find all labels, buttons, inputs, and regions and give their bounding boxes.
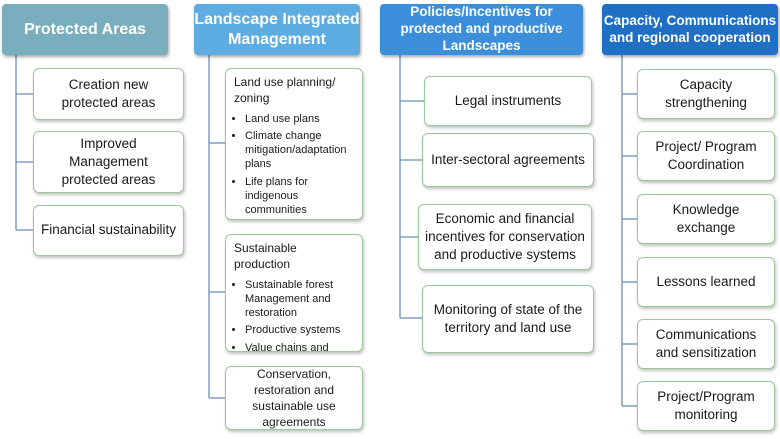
item-legal-instruments: Legal instruments: [424, 76, 592, 126]
header-policies-incentives: Policies/Incentives for protected and pr…: [380, 4, 583, 55]
bullet-productive-systems: Productive systems: [245, 323, 354, 337]
item-monitoring-territory: Monitoring of state of the territory and…: [422, 285, 594, 353]
item-improved-management: Improved Management protected areas: [33, 131, 184, 193]
item-communications-sensitization: Communications and sensitization: [637, 319, 775, 369]
item-financial-sustainability: Financial sustainability: [33, 205, 184, 256]
bullet-climate-change-plans: Climate change mitigation/adaptation pla…: [245, 129, 354, 171]
bullet-sustainable-forest: Sustainable forest Management and restor…: [245, 278, 354, 320]
item-economic-financial-incentives: Economic and financial incentives for co…: [418, 204, 592, 270]
land-use-bullets: Land use plans Climate change mitigation…: [234, 112, 354, 217]
bullet-value-chains: Value chains and Green business: [245, 341, 354, 352]
header-protected-areas: Protected Areas: [2, 4, 168, 55]
item-project-program-coordination: Project/ Program Coordination: [637, 131, 775, 181]
item-land-use-planning: Land use planning/ zoning Land use plans…: [225, 68, 363, 220]
item-land-use-planning-title: Land use planning/ zoning: [234, 75, 336, 105]
bullet-life-plans: Life plans for indigenous communities: [245, 175, 354, 217]
header-landscape-integrated-management: Landscape Integrated Management: [194, 4, 360, 55]
item-capacity-strengthening: Capacity strengthening: [637, 69, 775, 119]
item-project-program-monitoring: Project/Program monitoring: [637, 381, 775, 431]
item-sustainable-production-title: Sustainable production: [234, 241, 297, 271]
bullet-land-use-plans: Land use plans: [245, 112, 354, 126]
item-knowledge-exchange: Knowledge exchange: [637, 194, 775, 244]
item-creation-new-protected-areas: Creation new protected areas: [33, 68, 184, 120]
item-sustainable-production: Sustainable production Sustainable fores…: [225, 234, 363, 352]
sustainable-production-bullets: Sustainable forest Management and restor…: [234, 278, 354, 352]
item-inter-sectoral-agreements: Inter-sectoral agreements: [422, 133, 594, 187]
header-capacity-communications: Capacity, Communications and regional co…: [602, 4, 778, 55]
item-lessons-learned: Lessons learned: [637, 257, 775, 307]
item-conservation-agreements: Conservation, restoration and sustainabl…: [225, 366, 363, 430]
